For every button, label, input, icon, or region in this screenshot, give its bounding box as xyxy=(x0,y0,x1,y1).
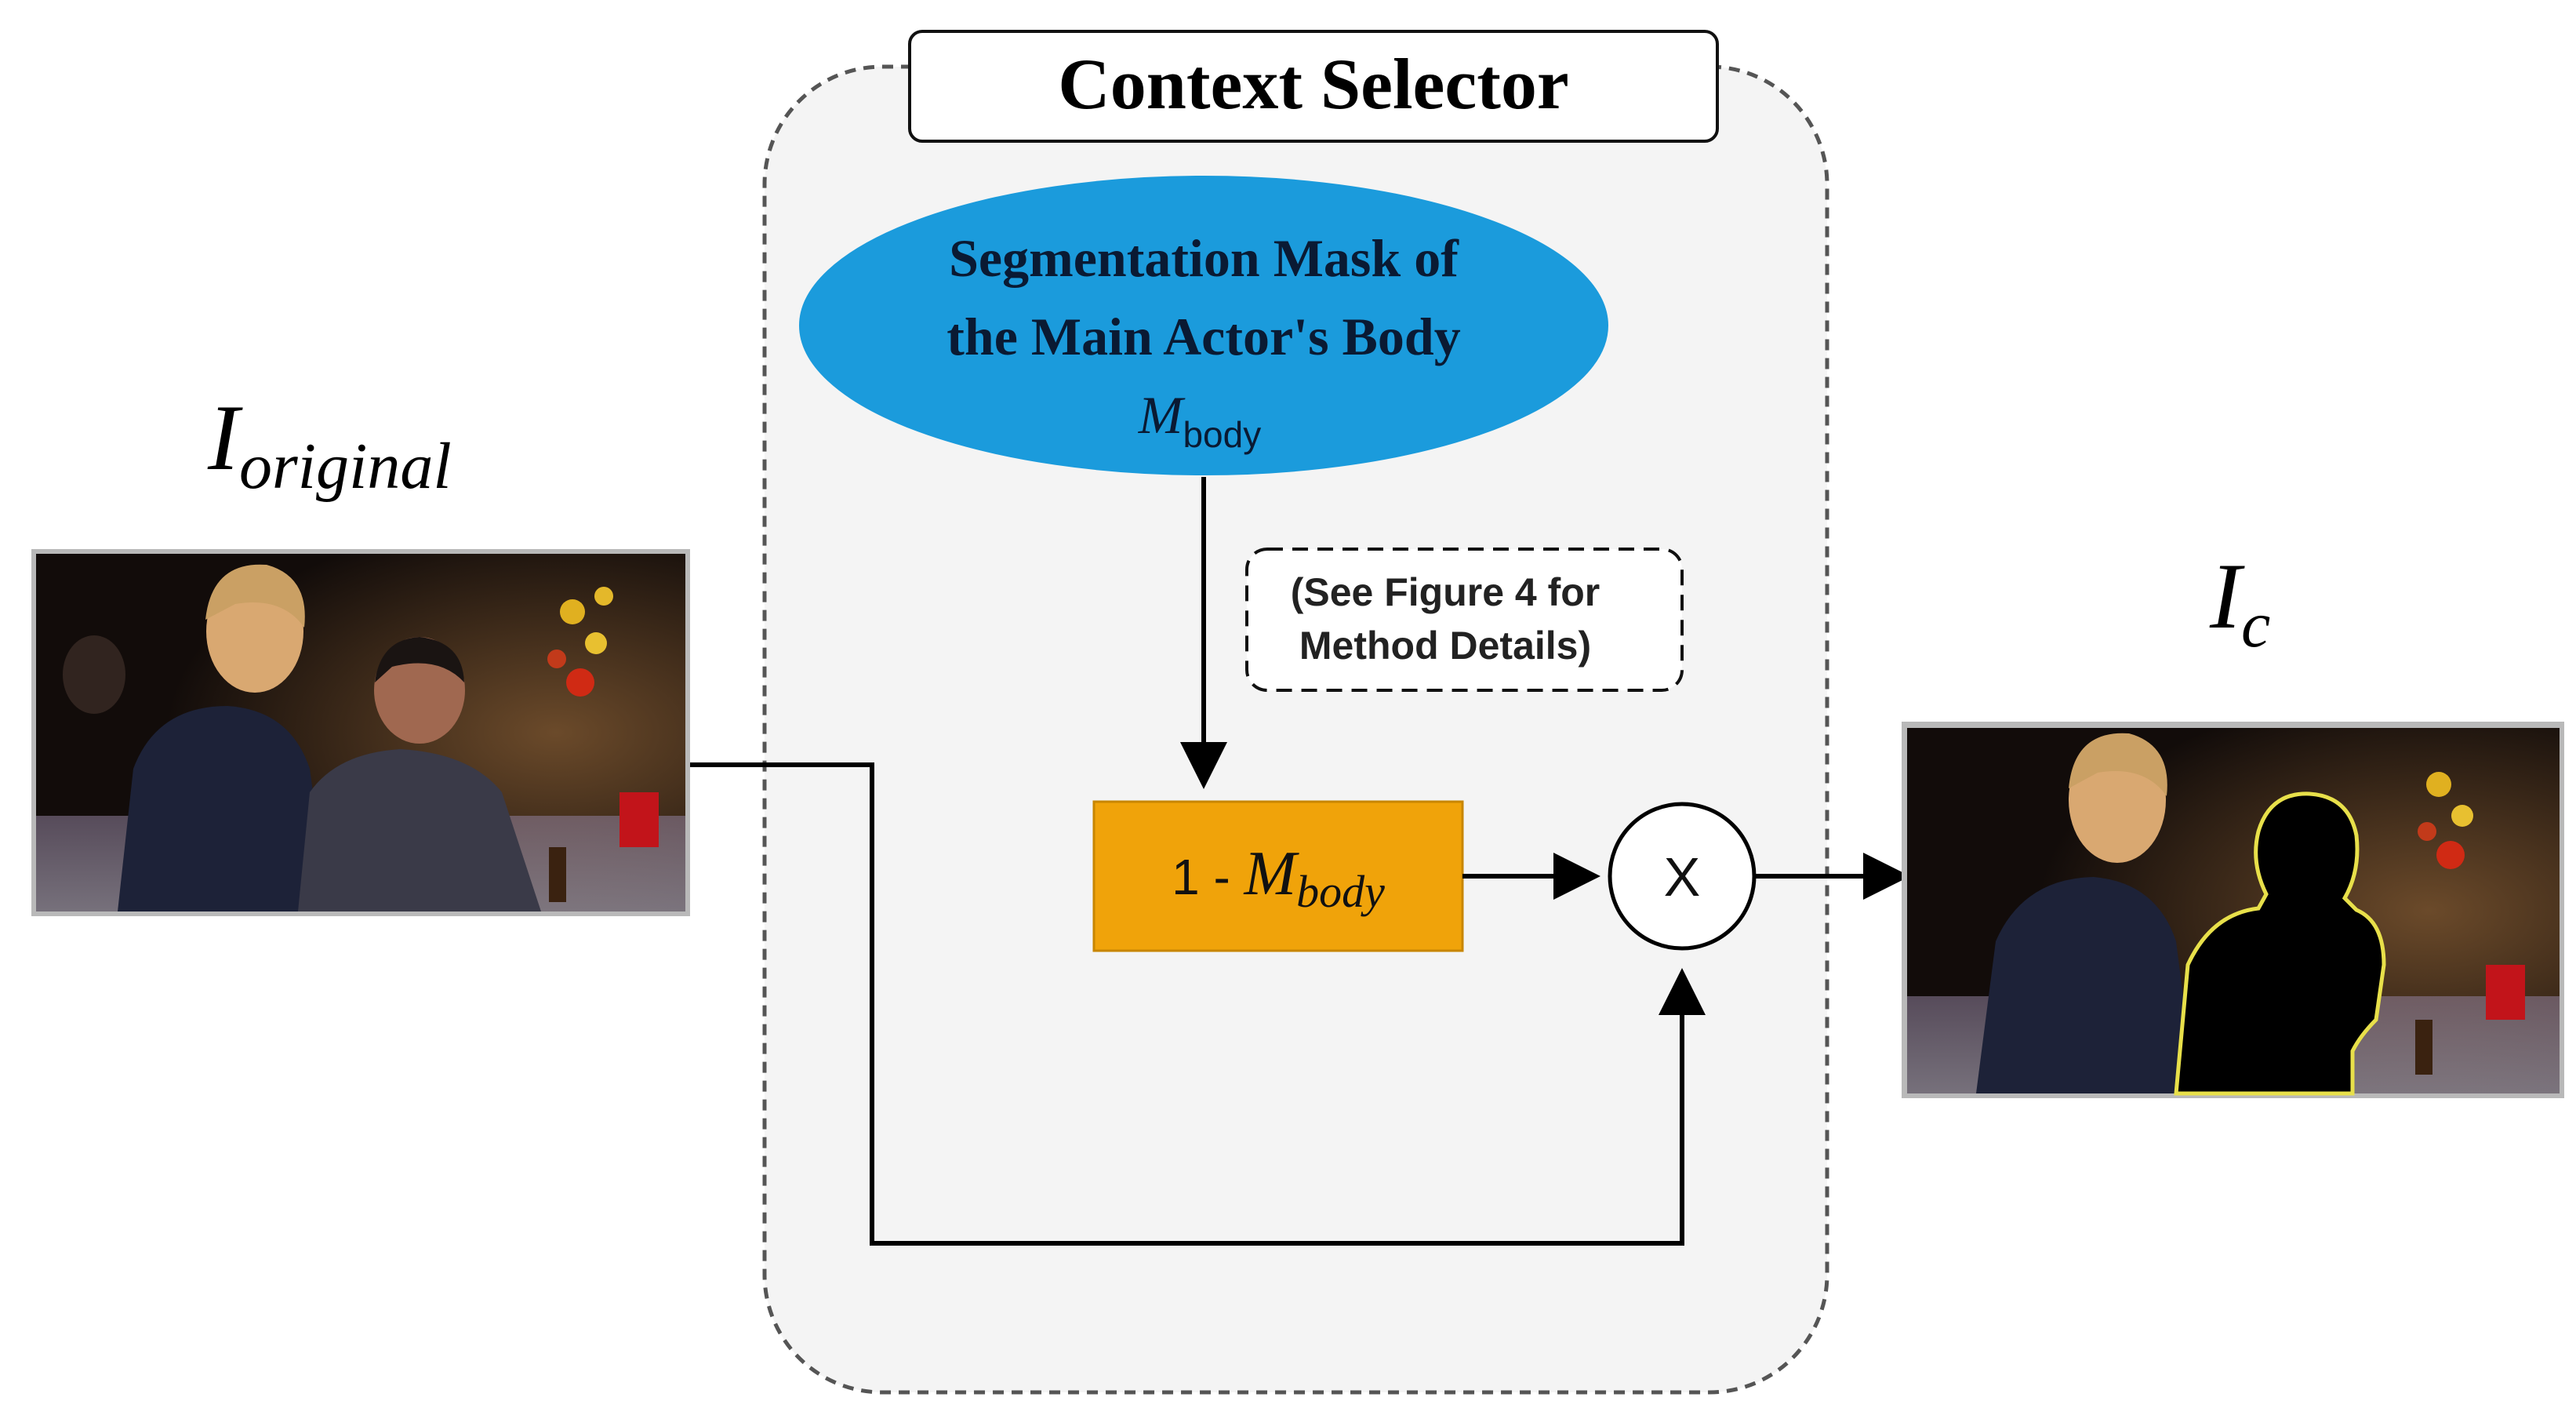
output-symbol-sub: c xyxy=(2241,588,2270,661)
method-note-box xyxy=(1245,548,1684,692)
masked-actor-silhouette xyxy=(2174,791,2386,1096)
output-image-label: Ic xyxy=(2209,544,2270,661)
multiply-symbol: X xyxy=(1664,846,1701,908)
title-box xyxy=(908,30,1719,143)
connector-input-to-multiply xyxy=(682,762,1706,1246)
diagram-title: Context Selector xyxy=(1058,44,1568,124)
method-note-line2: Method Details) xyxy=(1299,624,1591,668)
output-symbol-i: I xyxy=(2209,544,2245,648)
input-image-label: Ioriginal xyxy=(207,385,452,503)
inverse-prefix: 1 - xyxy=(1172,849,1244,905)
mask-node-line1: Segmentation Mask of xyxy=(949,228,1459,288)
inverse-symbol-m: M xyxy=(1244,839,1300,908)
segmentation-mask-node xyxy=(799,176,1608,475)
output-image-photo-icon xyxy=(1902,722,2564,1098)
input-image-photo-icon xyxy=(31,549,690,916)
input-symbol-sub: original xyxy=(239,430,452,503)
mask-node-line2: the Main Actor's Body xyxy=(946,307,1460,366)
mask-node-symbol: Mbody xyxy=(1138,385,1261,455)
inverse-symbol-sub: body xyxy=(1296,866,1385,917)
input-symbol-i: I xyxy=(207,385,243,489)
mask-symbol-m: M xyxy=(1138,385,1186,445)
inverse-mask-node xyxy=(1092,800,1464,952)
method-note-line1: (See Figure 4 for xyxy=(1291,570,1600,614)
inverse-mask-label: 1 - Mbody xyxy=(1172,839,1385,917)
mask-symbol-sub: body xyxy=(1183,414,1261,455)
